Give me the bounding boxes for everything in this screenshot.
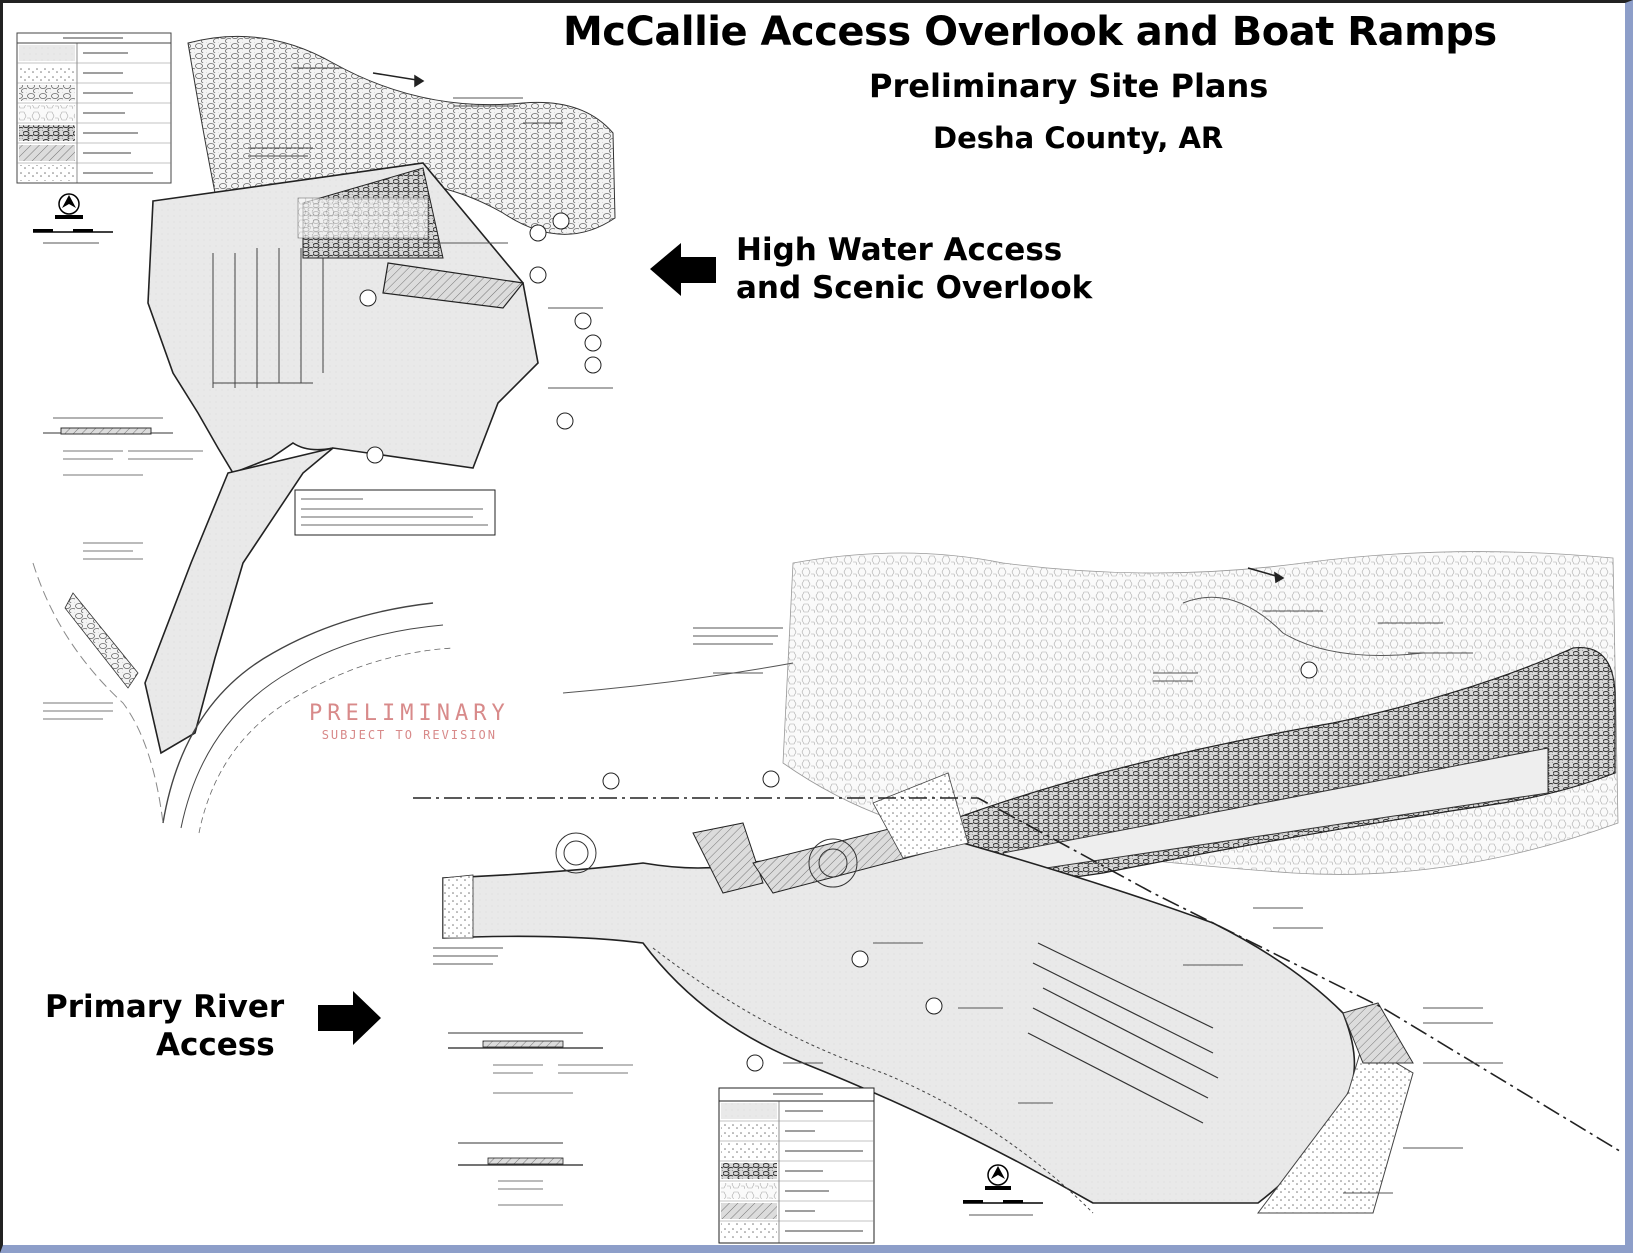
arrow-left-icon xyxy=(650,243,716,296)
primary-access-label-line1: Primary River xyxy=(45,989,285,1025)
preliminary-stamp-word: PRELIMINARY xyxy=(309,701,510,726)
north-arrow-icon-lower xyxy=(963,1164,1043,1216)
high-water-label-line2: and Scenic Overlook xyxy=(736,270,1093,306)
arrow-right-icon xyxy=(318,991,381,1045)
preliminary-stamp-note: SUBJECT TO REVISION xyxy=(321,728,497,742)
north-arrow-icon xyxy=(33,193,113,244)
page-title: McCallie Access Overlook and Boat Ramps xyxy=(563,9,1497,55)
primary-access-label-line2: Access xyxy=(156,1027,275,1063)
upper-legend-table xyxy=(16,32,172,184)
preliminary-stamp: PRELIMINARY SUBJECT TO REVISION xyxy=(309,701,510,742)
high-water-plan xyxy=(32,35,616,834)
primary-access-plan xyxy=(372,72,1624,1244)
page-subtitle: Preliminary Site Plans xyxy=(869,67,1269,105)
high-water-label-line1: High Water Access xyxy=(736,232,1063,268)
site-plan-drawing xyxy=(16,32,1624,1244)
page-location: Desha County, AR xyxy=(933,121,1224,155)
